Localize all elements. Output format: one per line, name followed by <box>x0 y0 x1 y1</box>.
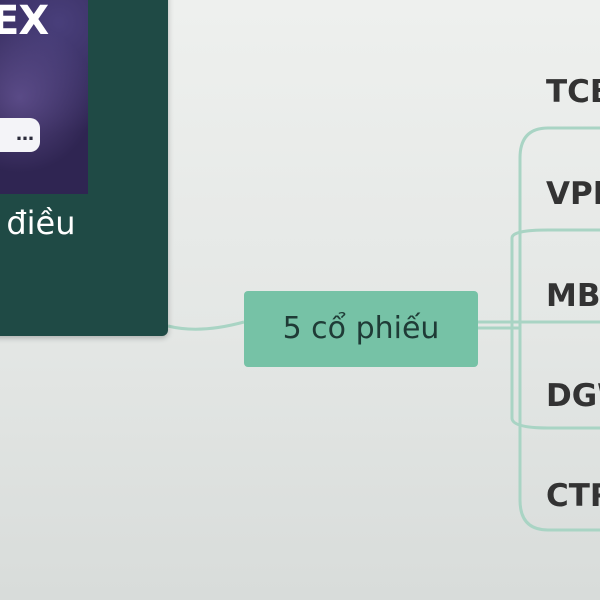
branch-node-vpb[interactable]: VPB <box>546 176 600 212</box>
branch-connector-vpb <box>510 228 600 330</box>
card-pill-label: … <box>0 118 40 152</box>
branch-node-mb[interactable]: MB <box>546 278 600 314</box>
card-headline: EX <box>0 0 49 44</box>
central-topic-node[interactable]: 5 cổ phiếu <box>244 291 478 367</box>
card-cover-image <box>0 0 88 194</box>
branch-connector-tcb <box>518 126 600 328</box>
slide-thumbnail-card[interactable]: EX … ’ điều <box>0 0 168 336</box>
card-caption: ’ điều <box>0 204 76 242</box>
branch-connector-ctr <box>518 328 600 532</box>
branch-node-tcb[interactable]: TCB <box>546 74 600 110</box>
card-to-central-connector <box>167 320 245 331</box>
branch-node-ctr[interactable]: CTR <box>546 478 600 514</box>
branch-node-dgw[interactable]: DGW <box>546 378 600 414</box>
